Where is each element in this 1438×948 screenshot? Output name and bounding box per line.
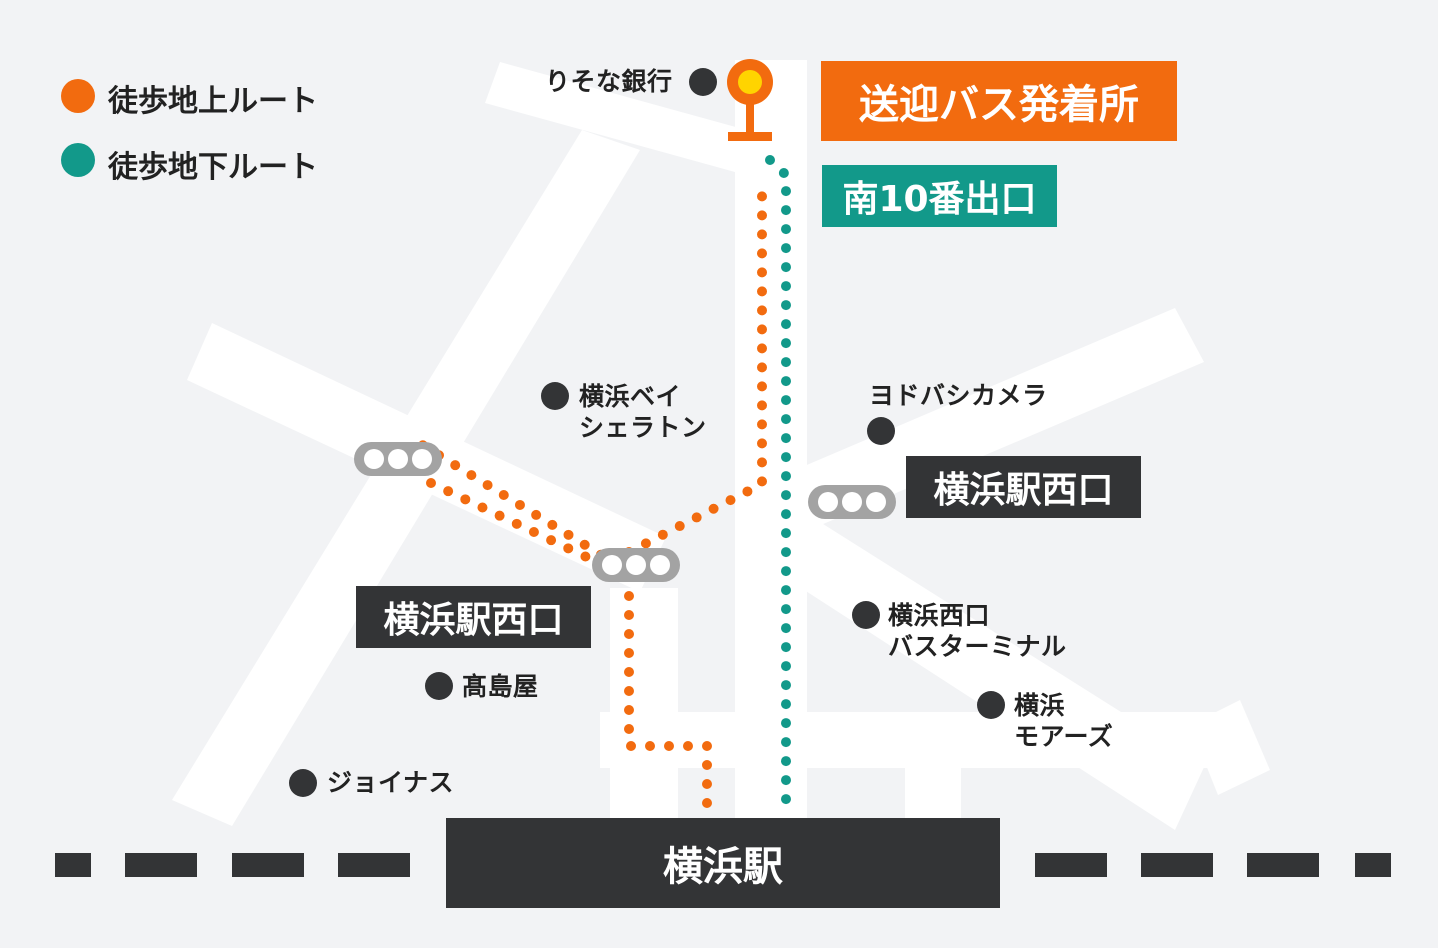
- underground-route: [765, 155, 791, 810]
- underground-route-path: [765, 155, 791, 810]
- rail-segment: [1355, 853, 1391, 877]
- traffic-signal-icon: [592, 548, 680, 582]
- rail-segment: [338, 853, 410, 877]
- yokohama-station: 横浜駅: [446, 818, 1000, 908]
- legend-surface-route: 徒歩地上ルート: [108, 84, 318, 119]
- landmark-mores-line1: 横浜: [1014, 691, 1066, 720]
- landmark-sheraton: 横浜ベイ シェラトン: [579, 381, 707, 443]
- traffic-signal-icon: [808, 485, 896, 519]
- rail-segment: [1247, 853, 1319, 877]
- legend-dot-icon: [61, 143, 95, 177]
- landmark-bus-terminal: 横浜西口 バスターミナル: [888, 600, 1067, 662]
- legend-dot-icon: [61, 79, 95, 113]
- surface-route-path: [426, 478, 602, 567]
- rail-segment: [125, 853, 197, 877]
- landmark-bus-terminal-line2: バスターミナル: [888, 632, 1067, 661]
- west-exit-label-left: 横浜駅西口: [356, 586, 591, 648]
- railway: [55, 853, 1391, 877]
- landmark-mores-line2: モアーズ: [1014, 722, 1114, 751]
- road-lower-right-diagonal: [758, 500, 1205, 830]
- landmark-dot-icon: [977, 691, 1005, 719]
- landmark-joinus: ジョイナス: [327, 768, 455, 797]
- legend-underground-route: 徒歩地下ルート: [108, 150, 318, 185]
- west-exit-label-right: 横浜駅西口: [906, 456, 1141, 518]
- south-exit-label: 南10番出口: [822, 165, 1057, 227]
- bus-stop-pin-icon: [727, 59, 773, 141]
- rail-segment: [1141, 853, 1213, 877]
- rail-segment: [1035, 853, 1107, 877]
- landmark-bus-terminal-line1: 横浜西口: [888, 601, 991, 630]
- landmark-dot-icon: [852, 601, 880, 629]
- landmark-dot-icon: [867, 417, 895, 445]
- landmark-resona: りそな銀行: [545, 67, 673, 96]
- road-right-diagonal: [788, 308, 1204, 533]
- landmark-markers: [289, 68, 1005, 797]
- landmark-sheraton-line2: シェラトン: [579, 413, 707, 442]
- landmark-sheraton-line1: 横浜ベイ: [579, 382, 682, 411]
- bus-stop-label: 送迎バス発着所: [821, 61, 1177, 141]
- landmark-yodobashi: ヨドバシカメラ: [869, 381, 1048, 410]
- road-upper-diagonal: [485, 62, 790, 183]
- landmark-dot-icon: [541, 382, 569, 410]
- traffic-signal-icon: [354, 442, 442, 476]
- road-lower-vertical: [610, 588, 678, 820]
- road-right-vertical: [905, 725, 961, 820]
- landmark-dot-icon: [689, 68, 717, 96]
- landmark-dot-icon: [425, 672, 453, 700]
- road-main-vertical: [735, 60, 807, 820]
- rail-segment: [232, 853, 304, 877]
- landmark-mores: 横浜 モアーズ: [1014, 690, 1113, 752]
- rail-segment: [55, 853, 91, 877]
- surface-route-path: [624, 183, 767, 557]
- surface-route: [406, 183, 767, 808]
- landmark-dot-icon: [289, 769, 317, 797]
- surface-route-path: [406, 433, 712, 808]
- landmark-takashimaya: 髙島屋: [462, 672, 539, 701]
